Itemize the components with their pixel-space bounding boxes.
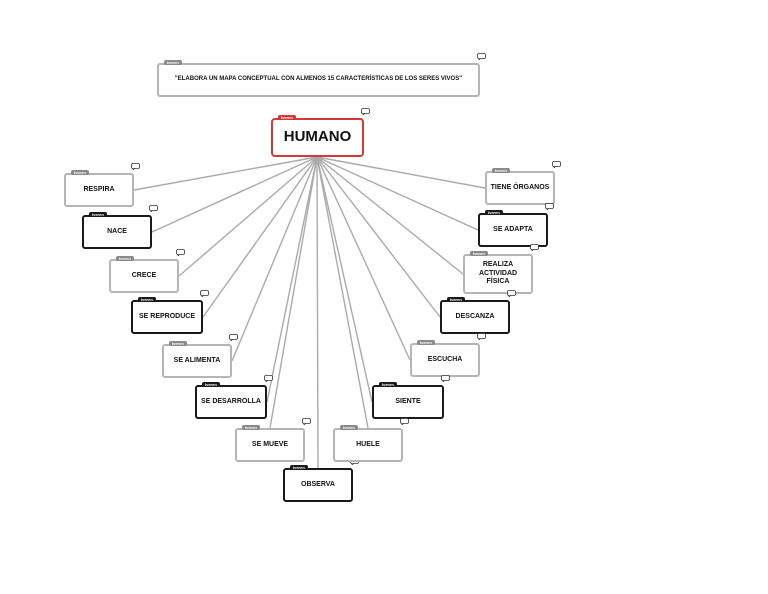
comment-icon[interactable] [530, 244, 539, 251]
comment-icon[interactable] [545, 203, 554, 210]
prompt-tag: Iveren [164, 60, 182, 65]
connector-line [316, 156, 319, 469]
connector-line [316, 156, 373, 403]
node-tag: Iveren [470, 251, 488, 256]
node-tag: Iveren [290, 465, 308, 470]
central-label: HUMANO [283, 128, 352, 146]
connector-line [316, 156, 479, 231]
comment-icon[interactable] [229, 334, 238, 341]
node-tag: Iveren [340, 425, 358, 430]
node-label: REALIZA ACTIVIDAD FÍSICA [478, 260, 518, 286]
comment-icon[interactable] [400, 418, 409, 425]
comment-icon[interactable] [361, 108, 370, 115]
node-tag: Iveren [242, 425, 260, 430]
node-label: HUELE [356, 440, 380, 448]
node-label: RESPIRA [83, 185, 115, 193]
connector-line [316, 156, 369, 429]
comment-icon[interactable] [302, 418, 311, 425]
connector-line [151, 156, 318, 233]
connector-line [269, 156, 318, 429]
node-label: CRECE [131, 271, 157, 279]
node-label: SE REPRODUCE [138, 312, 195, 320]
comment-icon[interactable] [441, 375, 450, 382]
comment-icon[interactable] [507, 290, 516, 297]
comment-icon[interactable] [131, 163, 140, 170]
comment-icon[interactable] [477, 53, 486, 60]
node-tag: Iveren [202, 382, 220, 387]
node-tag: Iveren [71, 170, 89, 175]
comment-icon[interactable] [264, 375, 273, 382]
node-label: SE ALIMENTA [173, 356, 221, 364]
node-tag: Iveren [138, 297, 156, 302]
connector-line [316, 156, 464, 275]
central-tag: Iveren [278, 115, 296, 120]
node-label: SIENTE [395, 397, 421, 405]
node-tag: Iveren [169, 341, 187, 346]
comment-icon[interactable] [552, 161, 561, 168]
node-tag: Iveren [379, 382, 397, 387]
node-tag: Iveren [447, 297, 465, 302]
connector-line [316, 156, 486, 189]
node-tag: Iveren [492, 168, 510, 173]
node-label: SE MUEVE [251, 440, 289, 448]
comment-icon[interactable] [149, 205, 158, 212]
left-node[interactable]: Iveren SE DESARROLLA [195, 375, 273, 419]
prompt-box[interactable]: Iveren "ELABORA UN MAPA CONCEPTUAL CON A… [157, 53, 486, 97]
node-tag: Iveren [116, 256, 134, 261]
comment-icon[interactable] [200, 290, 209, 297]
comment-icon[interactable] [176, 249, 185, 256]
node-label: TIENE ÓRGANOS [490, 183, 550, 191]
node-label: SE ADAPTA [493, 225, 533, 233]
node-label: ESCUCHA [427, 355, 463, 363]
connector-line [316, 156, 441, 318]
connector-line [266, 156, 318, 403]
central-node[interactable]: Iveren HUMANO [271, 108, 370, 157]
node-tag: Iveren [417, 340, 435, 345]
left-node[interactable]: Iveren SE ALIMENTA [162, 334, 238, 378]
prompt-text: "ELABORA UN MAPA CONCEPTUAL CON ALMENOS … [174, 76, 463, 83]
node-tag: Iveren [89, 212, 107, 217]
node-label: NACE [107, 227, 127, 235]
connector-line [316, 156, 411, 361]
connector-line [178, 156, 318, 277]
connector-line [133, 156, 318, 191]
node-label: SE DESARROLLA [201, 397, 261, 405]
node-tag: Iveren [485, 210, 503, 215]
node-label: OBSERVA [301, 480, 335, 488]
node-label: DESCANZA [455, 312, 495, 320]
left-node[interactable]: Iveren SE REPRODUCE [131, 290, 209, 334]
left-node[interactable]: Iveren SE MUEVE [235, 418, 311, 462]
connector-line [202, 156, 318, 318]
right-node[interactable]: Iveren SE ADAPTA [478, 203, 554, 247]
connector-line [231, 156, 318, 362]
comment-icon[interactable] [477, 333, 486, 340]
